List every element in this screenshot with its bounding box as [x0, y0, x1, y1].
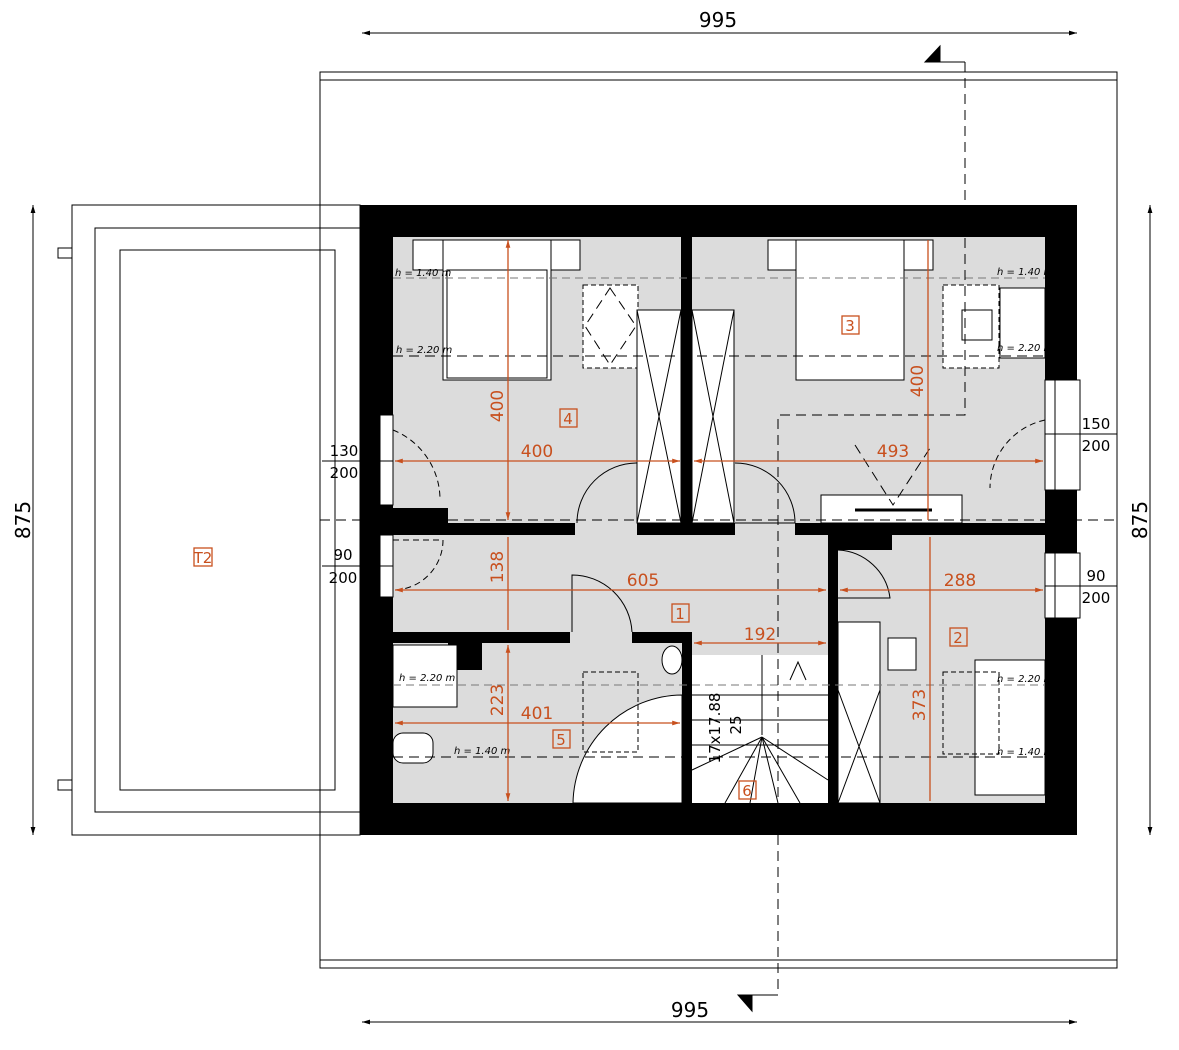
room6-width: 192 — [744, 625, 776, 645]
stair-steps-label: 17x17.88 — [706, 693, 724, 764]
room-number: 2 — [953, 629, 963, 647]
room4-depth: 400 — [488, 390, 508, 422]
furniture — [392, 239, 1046, 804]
room-number: 1 — [675, 605, 685, 623]
room-number: 4 — [563, 410, 573, 428]
height-label: h = 1.40 m — [997, 747, 1054, 758]
height-label: h = 1.40 m — [395, 268, 452, 279]
height-label: h = 2.20 m — [396, 345, 453, 356]
window-labels: 130 200 90 200 150 200 90 200 — [322, 415, 1117, 607]
window-width: 90 — [1086, 567, 1105, 585]
window-width: 150 — [1082, 415, 1111, 433]
window-width: 90 — [333, 546, 352, 564]
height-label: h = 2.20 m — [997, 674, 1054, 685]
top-width-label: 995 — [699, 8, 737, 32]
window-height: 200 — [1082, 437, 1111, 455]
left-dimension: 875 — [11, 205, 36, 835]
room2-width: 288 — [944, 571, 976, 591]
height-label: h = 2.20 m — [997, 343, 1054, 354]
stair-tread-label: 25 — [727, 715, 745, 734]
room5-depth: 223 — [488, 684, 508, 716]
bottom-dimension: 995 — [362, 998, 1077, 1025]
section-line — [736, 44, 966, 1013]
stair-treads — [691, 655, 829, 804]
room-dimensions — [395, 239, 1043, 801]
room3-depth: 400 — [908, 365, 928, 397]
room-number: 3 — [845, 317, 855, 335]
height-label: h = 1.40 m — [997, 267, 1054, 278]
window-height: 200 — [329, 569, 358, 587]
room5-width: 401 — [521, 704, 553, 724]
room3-width: 493 — [877, 442, 909, 462]
room2-depth: 373 — [910, 689, 930, 721]
ceiling-height-lines — [320, 277, 1117, 758]
room-numbers: 1 2 3 4 5 6 — [552, 315, 968, 800]
room-number: 6 — [742, 782, 752, 800]
bottom-width-label: 995 — [671, 998, 709, 1022]
right-depth-label: 875 — [1128, 501, 1152, 539]
window-width: 130 — [330, 442, 359, 460]
room1-depth: 138 — [488, 551, 508, 583]
height-label: h = 1.40 m — [454, 746, 511, 757]
terrace: T2 — [57, 204, 361, 836]
room-number: 5 — [556, 731, 566, 749]
right-dimension: 875 — [1128, 205, 1153, 835]
window-height: 200 — [330, 464, 359, 482]
top-dimension: 995 — [362, 8, 1077, 36]
room4-width: 400 — [521, 442, 553, 462]
room1-width: 605 — [627, 571, 659, 591]
height-label: h = 2.20 m — [399, 673, 456, 684]
terrace-label: T2 — [193, 549, 213, 567]
window-height: 200 — [1082, 589, 1111, 607]
left-depth-label: 875 — [11, 501, 35, 539]
